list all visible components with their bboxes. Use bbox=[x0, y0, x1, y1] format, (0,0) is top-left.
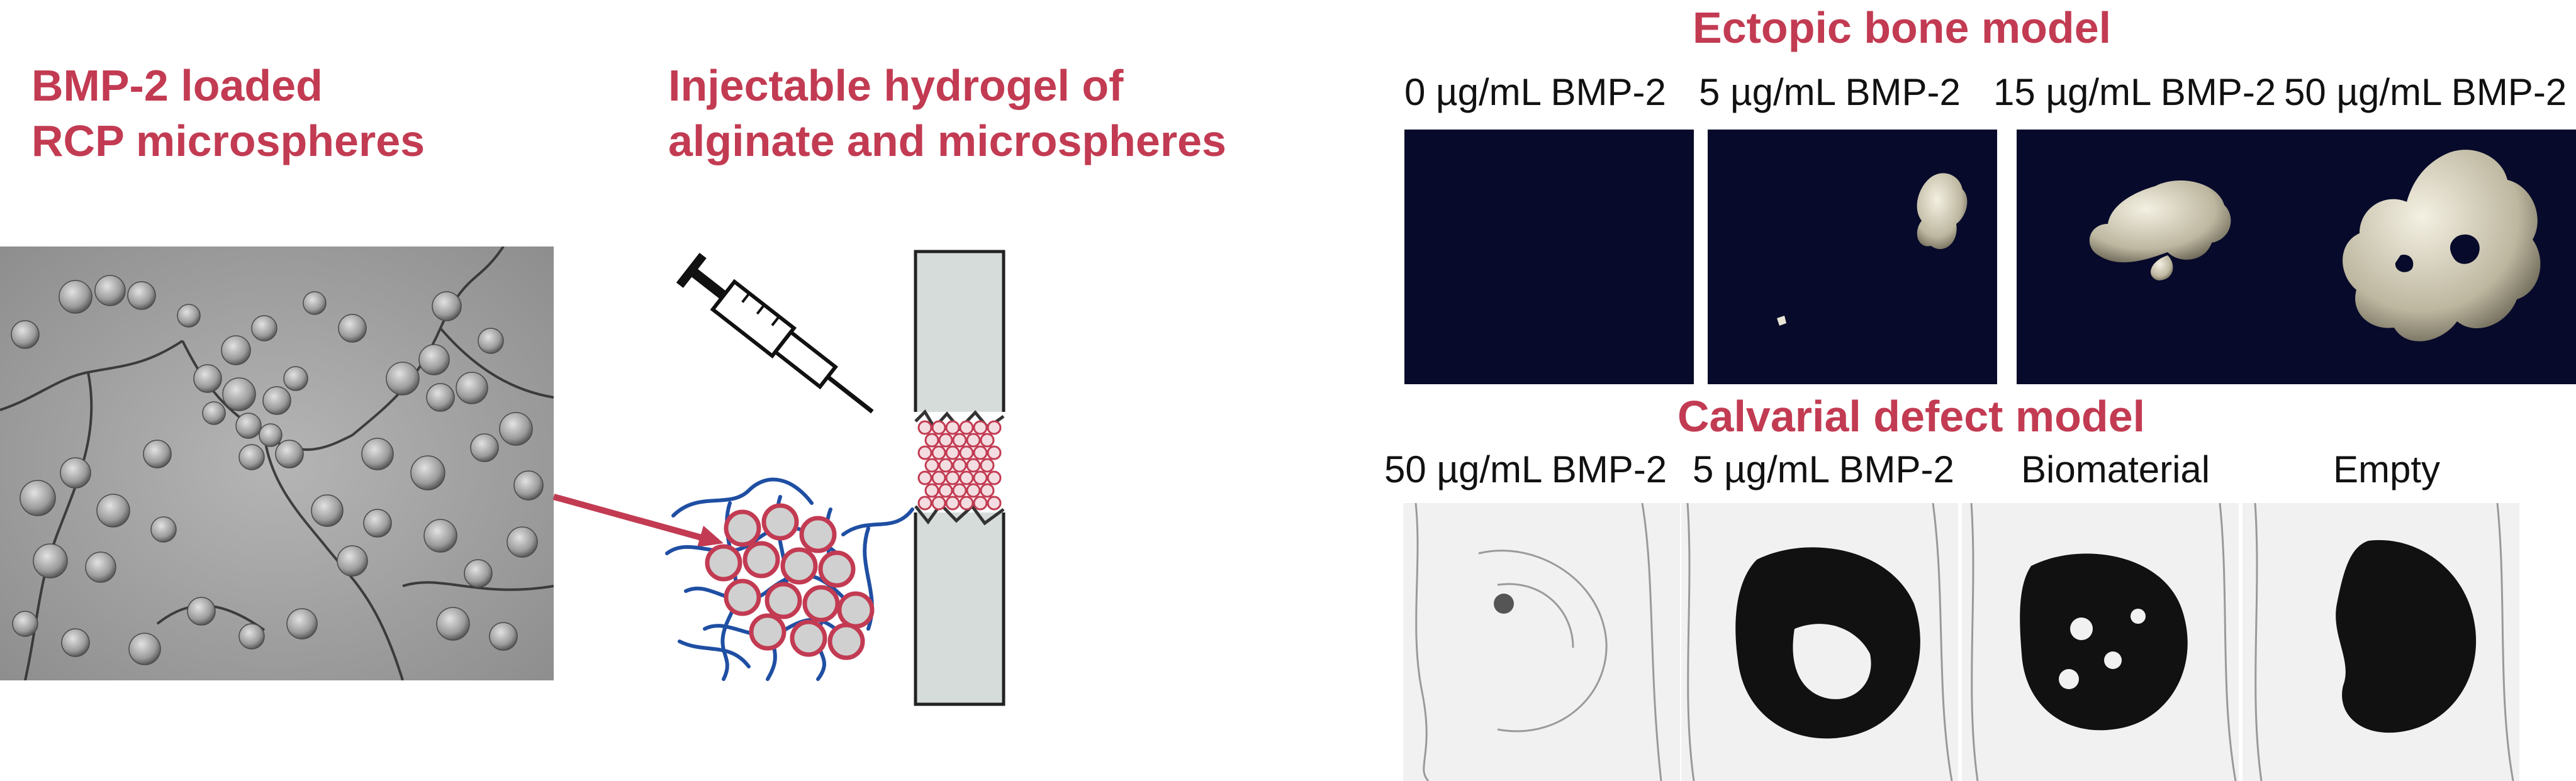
ectopic-label-3: 15 µg/mL BMP-2 bbox=[1993, 71, 2276, 113]
calvarial-ct-biomaterial bbox=[1962, 503, 2239, 781]
calvarial-ct-50 bbox=[1403, 503, 1680, 781]
hydrogel-schematic bbox=[541, 239, 1057, 729]
syringe-icon bbox=[676, 253, 874, 414]
ectopic-ct-5 bbox=[1708, 130, 1997, 384]
microspheres-title-line1: BMP-2 loaded bbox=[31, 61, 323, 110]
hydrogel-title-line1: Injectable hydrogel of bbox=[668, 61, 1124, 110]
hydrogel-title-line2: alginate and microspheres bbox=[668, 116, 1226, 165]
microspheres-title: BMP-2 loaded RCP microspheres bbox=[31, 58, 425, 169]
sem-micrograph bbox=[0, 246, 554, 680]
ectopic-ct-0 bbox=[1404, 130, 1694, 384]
ectopic-label-1: 0 µg/mL BMP-2 bbox=[1404, 71, 1666, 113]
calvarial-ct-empty bbox=[2243, 503, 2519, 781]
calvarial-label-1: 50 µg/mL BMP-2 bbox=[1384, 448, 1667, 490]
hydrogel-title: Injectable hydrogel of alginate and micr… bbox=[668, 58, 1226, 169]
ectopic-ct-50 bbox=[2300, 130, 2576, 384]
ectopic-label-4: 50 µg/mL BMP-2 bbox=[2284, 71, 2567, 113]
bone-tube-icon bbox=[912, 250, 1007, 706]
ectopic-ct-15 bbox=[2017, 130, 2306, 384]
microspheres-title-line2: RCP microspheres bbox=[31, 116, 425, 165]
calvarial-label-2: 5 µg/mL BMP-2 bbox=[1693, 448, 1954, 490]
calvarial-label-3: Biomaterial bbox=[2021, 448, 2210, 490]
calvarial-title: Calvarial defect model bbox=[1677, 392, 2146, 441]
calvarial-label-4: Empty bbox=[2333, 448, 2441, 490]
arrow-icon bbox=[552, 494, 724, 547]
ectopic-title: Ectopic bone model bbox=[1693, 3, 2112, 52]
ectopic-label-2: 5 µg/mL BMP-2 bbox=[1699, 71, 1961, 113]
calvarial-ct-5 bbox=[1681, 503, 1958, 781]
